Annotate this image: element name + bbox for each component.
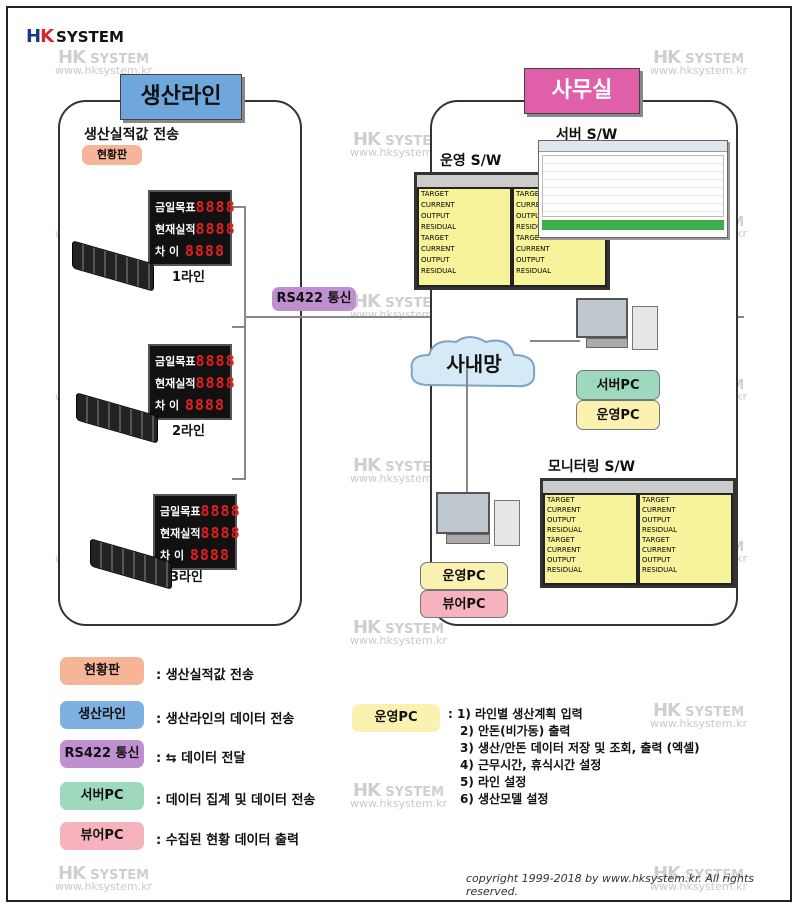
legend-status-board: 현황판 bbox=[60, 657, 144, 685]
keyboard-icon bbox=[586, 338, 628, 348]
viewer-pc-badge: 뷰어PC bbox=[420, 590, 508, 618]
network-cloud-icon bbox=[410, 336, 536, 388]
section-title: 생산실적값 전송 bbox=[84, 127, 180, 143]
list-item: 2) 안돈(비가동) 출력 bbox=[460, 724, 571, 738]
line-label: 3라인 bbox=[170, 570, 203, 585]
rs422-label: RS422 통신 bbox=[272, 287, 356, 311]
monitoring-sw-title: 모니터링 S/W bbox=[548, 459, 636, 475]
office-header: 사무실 bbox=[524, 68, 640, 114]
wire bbox=[232, 478, 246, 480]
list-item: : 1) 라인별 생산계획 입력 bbox=[448, 707, 583, 721]
legend-desc: : 생산라인의 데이터 전송 bbox=[156, 712, 295, 727]
server-computer-icon bbox=[576, 298, 628, 338]
legend-desc: : 수집된 현황 데이터 출력 bbox=[156, 833, 299, 848]
keyboard-icon bbox=[446, 534, 490, 544]
operation-sw-title: 운영 S/W bbox=[440, 153, 502, 169]
legend-desc: : ⇆ 데이터 전달 bbox=[156, 751, 246, 766]
server-pc-badge: 서버PC bbox=[576, 370, 660, 400]
server-tower-icon bbox=[632, 306, 658, 350]
server-table bbox=[542, 155, 724, 217]
legend-desc: : 데이터 집계 및 데이터 전송 bbox=[156, 793, 316, 808]
legend-rs422: RS422 통신 bbox=[60, 740, 144, 768]
legend-desc: : 생산실적값 전송 bbox=[156, 668, 254, 683]
hk-system-logo: HK SYSTEM bbox=[26, 26, 124, 47]
list-item: 4) 근무시간, 휴식시간 설정 bbox=[460, 758, 602, 772]
logo-text: SYSTEM bbox=[56, 27, 124, 46]
copyright: copyright 1999-2018 by www.hksystem.kr. … bbox=[466, 872, 755, 898]
list-item: 6) 생산모델 설정 bbox=[460, 792, 549, 806]
operation-pc-list: : 1) 라인별 생산계획 입력 2) 안돈(비가동) 출력 3) 생산/안돈 … bbox=[448, 706, 700, 808]
wire bbox=[530, 340, 580, 342]
network-label: 사내망 bbox=[446, 352, 502, 376]
viewer-tower-icon bbox=[494, 500, 520, 546]
outer-frame bbox=[6, 6, 792, 902]
wire bbox=[232, 206, 246, 208]
list-item: 5) 라인 설정 bbox=[460, 775, 527, 789]
operation-pc-badge: 운영PC bbox=[576, 400, 660, 430]
wire bbox=[244, 206, 246, 480]
server-sw-title: 서버 S/W bbox=[556, 127, 618, 143]
line-label: 1라인 bbox=[172, 270, 205, 285]
list-item: 3) 생산/안돈 데이터 저장 및 조회, 출력 (엑셀) bbox=[460, 741, 700, 755]
hk-logo-icon: HK bbox=[26, 26, 54, 47]
operation-pc-badge-2: 운영PC bbox=[420, 562, 508, 590]
server-status-bar bbox=[542, 220, 724, 230]
production-line-header: 생산라인 bbox=[120, 74, 242, 120]
viewer-computer-icon bbox=[436, 492, 490, 534]
wire bbox=[232, 326, 246, 328]
legend-viewer-pc: 뷰어PC bbox=[60, 822, 144, 850]
legend-production-line: 생산라인 bbox=[60, 701, 144, 729]
line-label: 2라인 bbox=[172, 424, 205, 439]
legend-server-pc: 서버PC bbox=[60, 782, 144, 810]
screen-toolbar bbox=[543, 481, 733, 493]
status-board-badge: 현황판 bbox=[82, 145, 142, 165]
legend-operation-pc: 운영PC bbox=[352, 704, 440, 732]
wire bbox=[466, 368, 468, 528]
window-titlebar bbox=[539, 141, 727, 152]
server-sw-window bbox=[538, 140, 728, 238]
